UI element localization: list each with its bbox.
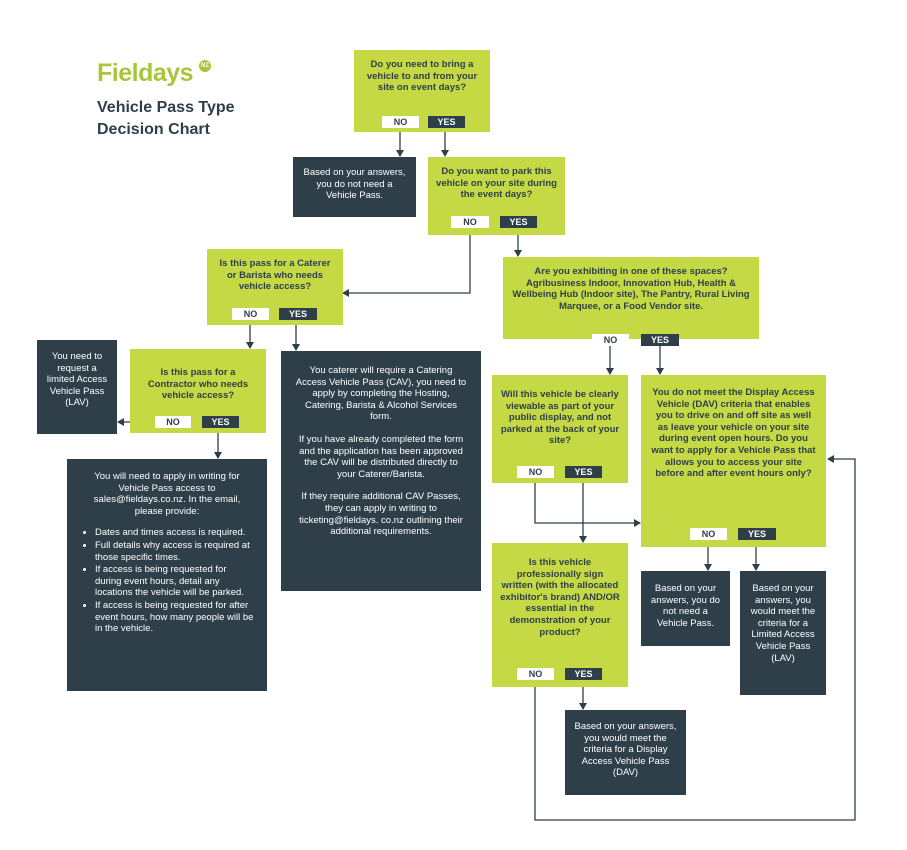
no-button[interactable]: NO (382, 116, 419, 128)
written-intro: You will need to apply in writing for Ve… (93, 471, 241, 517)
result-no-vehicle-pass: Based on your answers, you do not need a… (293, 157, 416, 217)
yes-button[interactable]: YES (565, 466, 602, 478)
question-text: Is this pass for a Caterer or Barista wh… (219, 258, 331, 293)
no-button[interactable]: NO (517, 466, 554, 478)
question-text: Is this vehicle professionally sign writ… (500, 557, 620, 638)
list-item: If access is being requested for during … (95, 564, 255, 599)
yes-button[interactable]: YES (738, 528, 776, 540)
question-text: Will this vehicle be clearly viewable as… (500, 389, 620, 447)
result-no-vehicle-pass-2: Based on your answers, you do not need a… (641, 571, 730, 646)
result-display-access-vehicle-pass: Based on your answers, you would meet th… (565, 710, 686, 795)
cav-paragraph-1: You caterer will require a Catering Acce… (295, 365, 467, 423)
question-exhibiting-spaces: Are you exhibiting in one of these space… (503, 257, 759, 339)
question-before-after-hours: You do not meet the Display Access Vehic… (641, 375, 826, 547)
yes-button[interactable]: YES (428, 116, 465, 128)
no-button[interactable]: NO (517, 668, 554, 680)
yes-button[interactable]: YES (641, 334, 679, 346)
result-text: Based on your answers, you would meet th… (750, 583, 816, 664)
arrow-q8-no (534, 455, 856, 821)
question-caterer-barista: Is this pass for a Caterer or Barista wh… (207, 249, 343, 325)
title-line-2: Decision Chart (97, 121, 210, 138)
result-text: Based on your answers, you do not need a… (650, 583, 721, 629)
question-text: Do you want to park this vehicle on your… (436, 166, 557, 201)
list-item: Full details why access is required at t… (95, 540, 255, 563)
logo-badge: NZ (199, 60, 211, 72)
title-line-1: Vehicle Pass Type (97, 99, 235, 116)
question-text: Are you exhibiting in one of these space… (512, 266, 750, 312)
no-button[interactable]: NO (592, 334, 629, 346)
no-button[interactable]: NO (232, 308, 269, 320)
question-text: Is this pass for a Contractor who needs … (147, 367, 249, 402)
question-sign-written: Is this vehicle professionally sign writ… (492, 543, 628, 687)
no-button[interactable]: NO (155, 416, 191, 428)
result-limited-access-vehicle-pass: Based on your answers, you would meet th… (740, 571, 826, 695)
cav-paragraph-2: If you have already completed the form a… (298, 433, 464, 480)
yes-button[interactable]: YES (202, 416, 239, 428)
question-public-display: Will this vehicle be clearly viewable as… (492, 375, 628, 483)
question-park-vehicle: Do you want to park this vehicle on your… (428, 157, 565, 235)
result-text: You need to request a limited Access Veh… (46, 351, 108, 409)
result-text: Based on your answers, you do not need a… (303, 167, 406, 202)
yes-button[interactable]: YES (500, 216, 537, 228)
result-text: Based on your answers, you would meet th… (574, 721, 677, 779)
question-contractor: Is this pass for a Contractor who needs … (130, 349, 266, 433)
page-title: Vehicle Pass Type Decision Chart (97, 97, 317, 141)
arrow-q2-no (342, 228, 471, 297)
list-item: If access is being requested for after e… (95, 600, 255, 635)
requirements-list: Dates and times access is required. Full… (79, 527, 255, 634)
result-apply-in-writing: You will need to apply in writing for Ve… (67, 459, 267, 691)
result-request-lav: You need to request a limited Access Veh… (37, 340, 117, 434)
list-item: Dates and times access is required. (95, 527, 255, 539)
no-button[interactable]: NO (690, 528, 727, 540)
question-text: Do you need to bring a vehicle to and fr… (366, 59, 478, 94)
question-text: You do not meet the Display Access Vehic… (651, 387, 816, 480)
no-button[interactable]: NO (451, 216, 489, 228)
fieldays-logo: Fieldays (97, 59, 194, 87)
yes-button[interactable]: YES (565, 668, 602, 680)
question-bring-vehicle: Do you need to bring a vehicle to and fr… (354, 50, 490, 132)
cav-paragraph-3: If they require additional CAV Passes, t… (299, 491, 463, 538)
yes-button[interactable]: YES (279, 308, 317, 320)
result-catering-access-vehicle-pass: You caterer will require a Catering Acce… (281, 351, 481, 591)
arrow-q6-no (534, 478, 641, 527)
